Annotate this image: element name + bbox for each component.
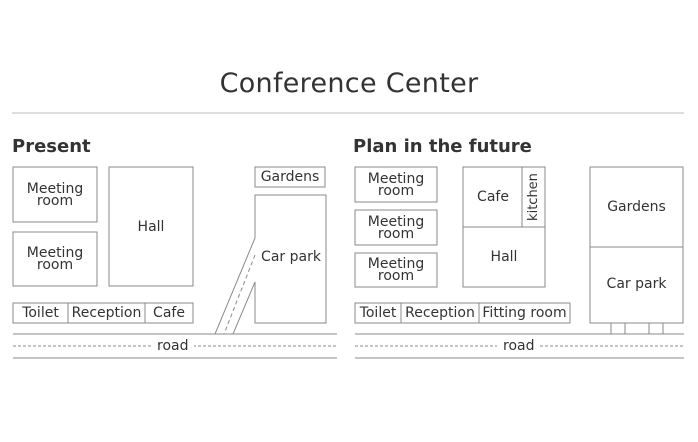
present-toilet-label: Toilet [22, 305, 59, 321]
present-service-strip-box [12, 302, 194, 324]
present-reception-label: Reception [71, 305, 142, 321]
future-gardens-label: Gardens [607, 199, 666, 215]
future-kitchen-label: kitchen [525, 173, 541, 221]
present-meeting-room-2-box [12, 231, 98, 287]
future-car-park-label: Car park [606, 276, 667, 292]
present-car-park-outline [214, 194, 327, 335]
present-heading: Present [12, 136, 91, 157]
future-hall-label: Hall [490, 249, 518, 265]
present-driveway-dashed [223, 254, 256, 335]
future-meeting-room-1-label: Meeting room [367, 170, 425, 199]
future-meeting-room-2-box [354, 209, 438, 246]
present-cafe-label: Cafe [153, 305, 185, 321]
future-toilet-label: Toilet [359, 305, 397, 321]
future-service-strip-box [354, 302, 571, 324]
future-fitting-room-label: Fitting room [482, 305, 567, 321]
present-hall-box [108, 166, 194, 287]
present-meeting-room-1-box [12, 166, 98, 223]
future-car-park-exits [610, 322, 664, 334]
present-car-park-label: Car park [261, 249, 321, 265]
present-gardens-label: Gardens [260, 169, 320, 185]
future-cafe-label: Cafe [477, 189, 509, 205]
future-meeting-room-3-label: Meeting room [367, 256, 425, 284]
present-road-label: road [151, 338, 195, 354]
future-meeting-room-3-box [354, 252, 438, 288]
present-gardens-box [254, 166, 326, 188]
future-heading: Plan in the future [353, 136, 532, 157]
present-meeting-room-2-label: Meeting room [26, 245, 84, 273]
future-plan [354, 166, 684, 359]
present-hall-label: Hall [137, 218, 165, 235]
future-reception-label: Reception [405, 305, 475, 321]
future-meeting-room-2-label: Meeting room [367, 213, 425, 242]
future-road-label: road [497, 338, 541, 354]
present-meeting-room-1-label: Meeting room [26, 180, 84, 209]
future-meeting-room-1-box [354, 166, 438, 203]
diagram-title: Conference Center [219, 68, 479, 99]
